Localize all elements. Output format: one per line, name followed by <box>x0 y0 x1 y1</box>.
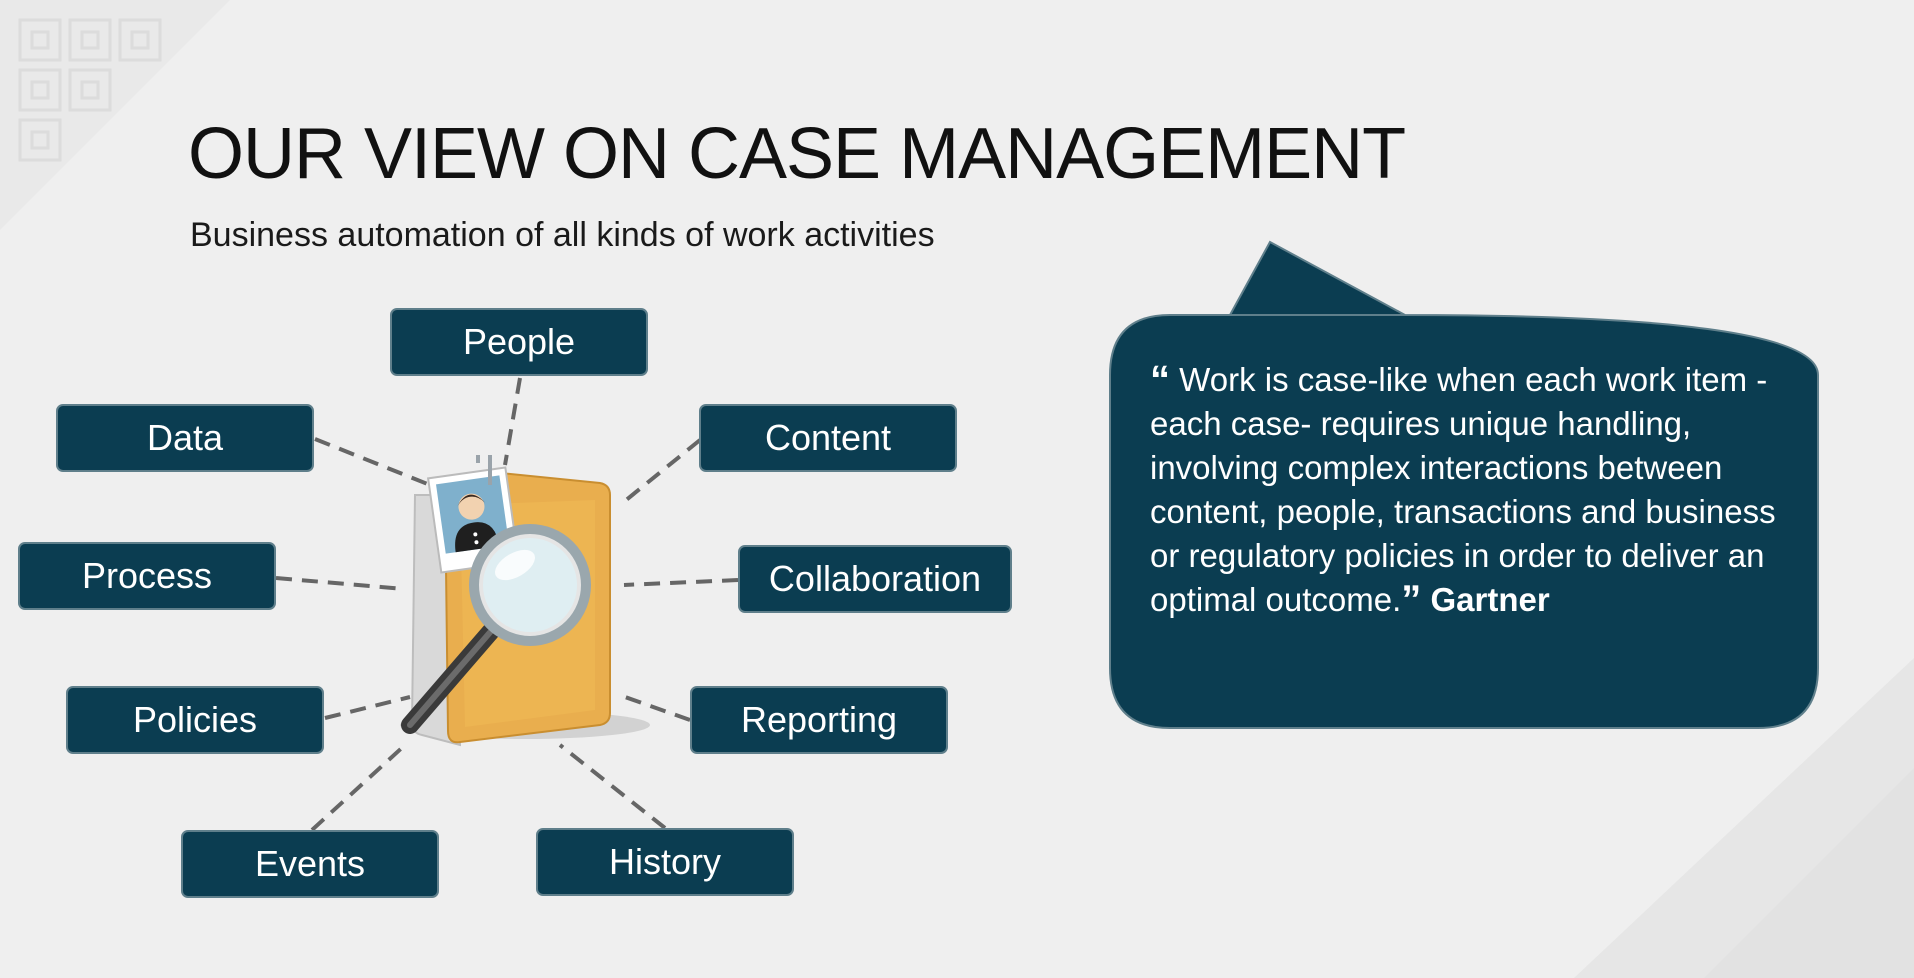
node-label: History <box>608 841 721 882</box>
node-reporting: Reporting <box>690 686 948 754</box>
connector-collaboration <box>623 578 739 587</box>
connector-reporting <box>624 695 691 722</box>
node-data: Data <box>56 404 314 472</box>
connector-policies <box>324 695 411 720</box>
node-label: Policies <box>132 699 258 740</box>
quote-text-block: “ Work is case-like when each work item … <box>1150 358 1790 622</box>
node-label: People <box>462 321 576 362</box>
connector-data <box>314 437 436 489</box>
node-history: History <box>536 828 794 896</box>
node-events: Events <box>181 830 439 898</box>
quote-attribution: Gartner <box>1430 581 1550 618</box>
node-people: People <box>390 308 648 376</box>
page-title: OUR VIEW ON CASE MANAGEMENT <box>188 114 1406 194</box>
node-collaboration: Collaboration <box>738 545 1012 613</box>
connector-people <box>503 377 522 466</box>
node-label: Data <box>146 417 224 458</box>
node-label: Process <box>81 555 213 596</box>
connector-content <box>618 438 702 507</box>
node-label: Events <box>254 843 366 884</box>
node-policies: Policies <box>66 686 324 754</box>
page-subtitle: Business automation of all kinds of work… <box>190 216 935 254</box>
node-label: Reporting <box>740 699 898 740</box>
connector-events <box>310 743 407 832</box>
connector-process <box>275 576 406 591</box>
background-pattern-top-left <box>0 0 230 230</box>
close-quote-mark: ” <box>1401 578 1422 622</box>
node-content: Content <box>699 404 957 472</box>
background-pattern-bottom-right <box>1574 658 1914 978</box>
open-quote-mark: “ <box>1150 358 1170 402</box>
node-process: Process <box>18 542 276 610</box>
quote-text: Work is case-like when each work item -e… <box>1150 361 1776 618</box>
connector-history <box>558 743 667 830</box>
node-label: Collaboration <box>768 558 982 599</box>
node-label: Content <box>764 417 892 458</box>
case-folder-magnifier-icon <box>400 455 650 747</box>
